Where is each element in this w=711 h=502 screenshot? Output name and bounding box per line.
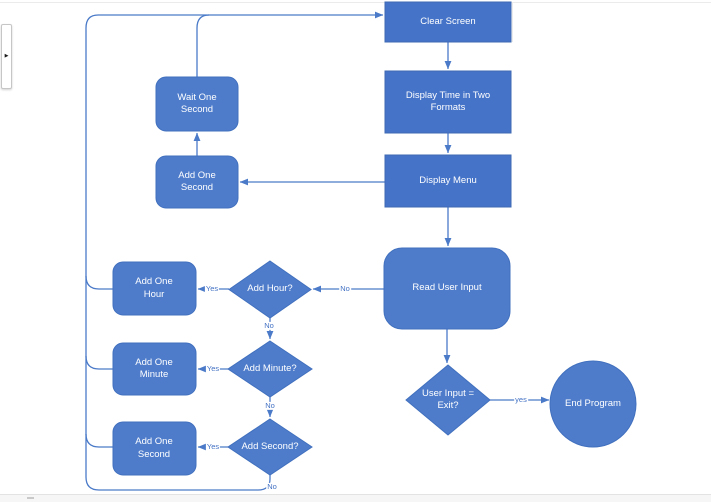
node-add-one-hour[interactable]	[112, 261, 197, 316]
horizontal-scrollbar[interactable]	[0, 494, 711, 502]
scrollbar-thumb[interactable]	[27, 497, 34, 499]
edge-label-hour-no[interactable]: No	[263, 320, 275, 331]
edge-label-minute-yes[interactable]: Yes	[205, 363, 221, 374]
node-add-second-decision[interactable]	[227, 418, 313, 476]
node-add-one-minute[interactable]	[112, 342, 197, 396]
node-wait-one-second[interactable]	[155, 76, 239, 132]
edge-label-exit-yes[interactable]: yes	[514, 394, 528, 405]
node-add-one-second-upper[interactable]	[155, 155, 239, 209]
node-display-menu[interactable]	[384, 154, 512, 208]
node-add-one-second-lower[interactable]	[112, 421, 197, 476]
connector-wait-second-to-loop[interactable]	[196, 14, 210, 77]
expand-arrow-icon: ▶	[4, 53, 9, 59]
connector-add-minute-to-loop[interactable]	[85, 355, 113, 370]
edge-label-minute-no[interactable]: No	[264, 400, 276, 411]
node-add-minute-decision[interactable]	[227, 340, 313, 398]
shapes-panel-toggle[interactable]: ▶	[1, 24, 12, 89]
connector-add-hour-to-loop[interactable]	[85, 275, 113, 290]
edge-label-second-yes[interactable]: Yes	[205, 441, 221, 452]
node-user-input-exit-decision[interactable]	[405, 364, 491, 436]
edge-label-second-no[interactable]: No	[266, 481, 278, 492]
node-add-hour-decision[interactable]	[228, 260, 312, 319]
node-display-time[interactable]	[384, 70, 512, 134]
node-end-program[interactable]	[549, 360, 637, 448]
node-read-user-input[interactable]	[383, 247, 511, 330]
node-clear-screen[interactable]	[384, 1, 512, 43]
edge-label-hour-yes[interactable]: Yes	[204, 283, 220, 294]
connector-add-second-to-loop[interactable]	[85, 433, 113, 448]
edge-label-read-no[interactable]: No	[339, 283, 351, 294]
